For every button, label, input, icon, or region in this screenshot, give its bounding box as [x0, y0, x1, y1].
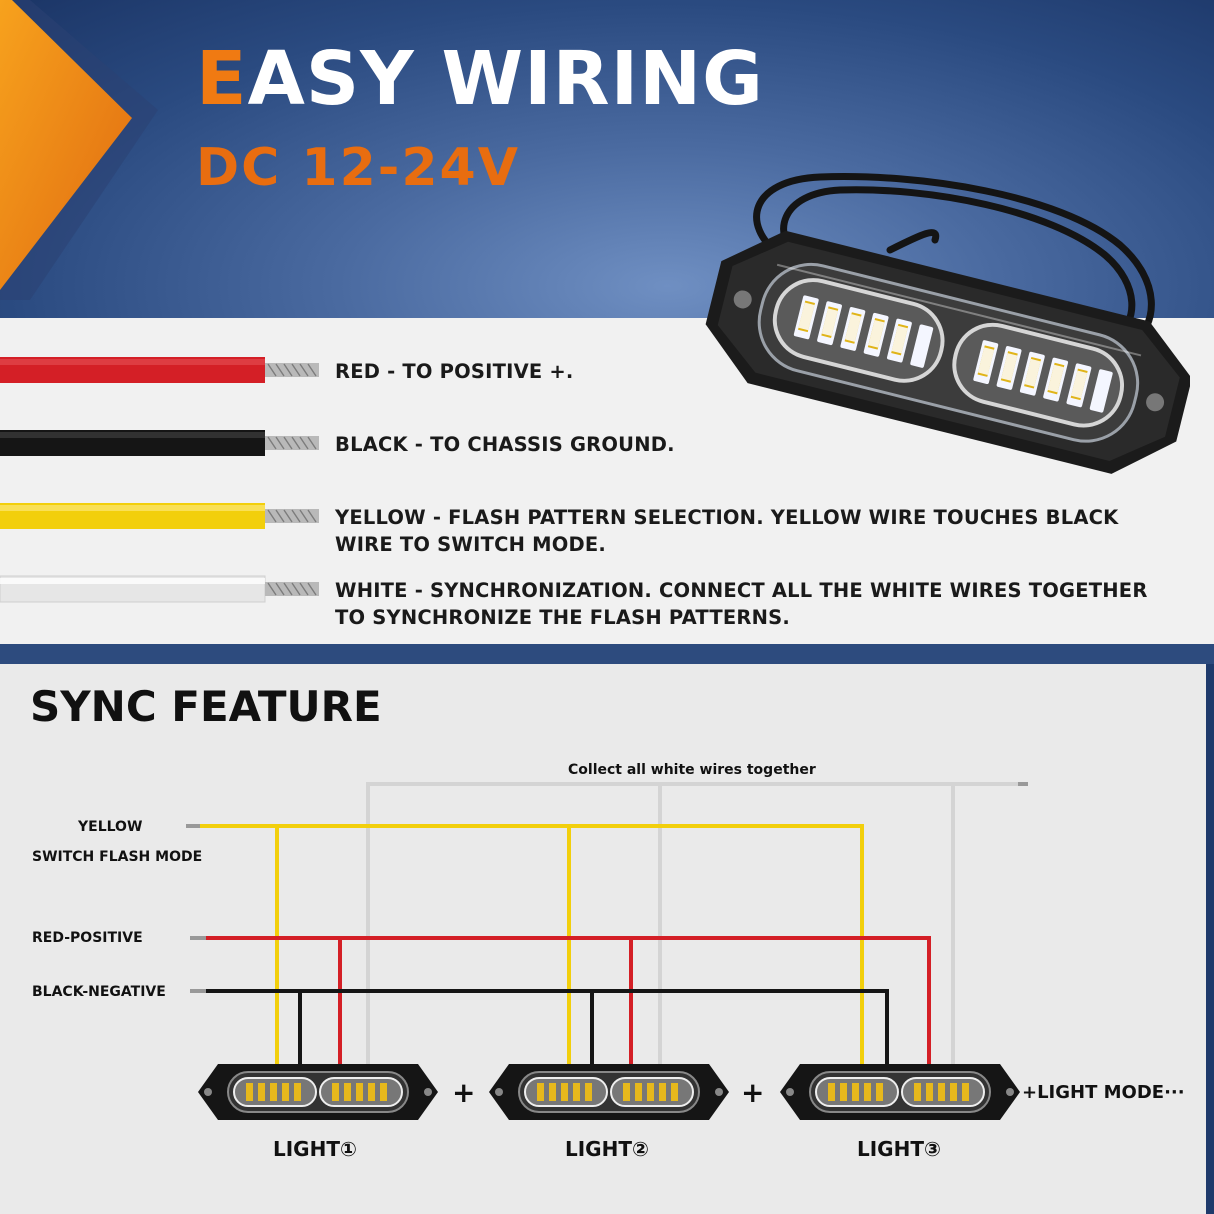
black-wire-icon	[0, 430, 319, 456]
black-wire-label: BLACK - TO CHASSIS GROUND.	[335, 433, 675, 456]
white-wire-icon	[0, 575, 319, 603]
white-wire-tip	[1018, 782, 1028, 786]
white-wire-line-2: TO SYNCHRONIZE THE FLASH PATTERNS.	[335, 606, 790, 629]
light-3-label: LIGHT③	[857, 1137, 941, 1161]
sync-feature-section: SYNC FEATURE	[0, 664, 1206, 1214]
black-wire-lines	[206, 989, 889, 1066]
page-title: EASY WIRING	[196, 42, 764, 116]
black-negative-label: BLACK-NEGATIVE	[32, 984, 166, 1000]
plus-sign-2: +	[741, 1076, 764, 1109]
red-positive-label: RED-POSITIVE	[32, 930, 143, 946]
yellow-wire-line-2: WIRE TO SWITCH MODE.	[335, 533, 606, 556]
white-wire-lines	[366, 782, 1018, 1066]
yellow-wire-line-1: YELLOW - FLASH PATTERN SELECTION. YELLOW…	[335, 506, 1119, 529]
red-wire-icon	[0, 357, 319, 383]
light-2-label: LIGHT②	[565, 1137, 649, 1161]
yellow-wire-label: YELLOW - FLASH PATTERN SELECTION. YELLOW…	[335, 504, 1118, 558]
light-unit-1	[198, 1064, 438, 1120]
collect-white-label: Collect all white wires together	[568, 762, 816, 778]
black-wire-tip	[190, 989, 206, 993]
red-wire-label: RED - TO POSITIVE +.	[335, 360, 574, 383]
white-wire-line-1: WHITE - SYNCHRONIZATION. CONNECT ALL THE…	[335, 579, 1148, 602]
hero-banner: EASY WIRING DC 12-24V	[0, 0, 1214, 318]
yellow-wire-tip	[186, 824, 200, 828]
red-wire-lines	[206, 936, 931, 1066]
title-accent-letter: E	[196, 36, 248, 122]
strobe-light-product-image	[705, 173, 1190, 474]
light-unit-3	[780, 1064, 1020, 1120]
sync-title: SYNC FEATURE	[30, 682, 382, 731]
red-wire-tip	[190, 936, 206, 940]
plus-sign-1: +	[452, 1076, 475, 1109]
yellow-wire-lines	[200, 824, 864, 1066]
voltage-subtitle: DC 12-24V	[196, 138, 520, 198]
light-unit-2	[489, 1064, 729, 1120]
yellow-wire-icon	[0, 503, 319, 529]
title-rest: ASY WIRING	[247, 36, 764, 122]
more-lights-label: +LIGHT MODE···	[1022, 1082, 1185, 1103]
sync-wiring-diagram: Collect all white wires together YELLOW …	[32, 762, 1185, 1161]
yellow-label: YELLOW	[77, 819, 142, 835]
switch-flash-label: SWITCH FLASH MODE	[32, 849, 202, 865]
section-divider	[0, 644, 1214, 664]
white-wire-label: WHITE - SYNCHRONIZATION. CONNECT ALL THE…	[335, 577, 1148, 631]
light-1-label: LIGHT①	[273, 1137, 357, 1161]
orange-chevron-icon	[0, 0, 158, 300]
